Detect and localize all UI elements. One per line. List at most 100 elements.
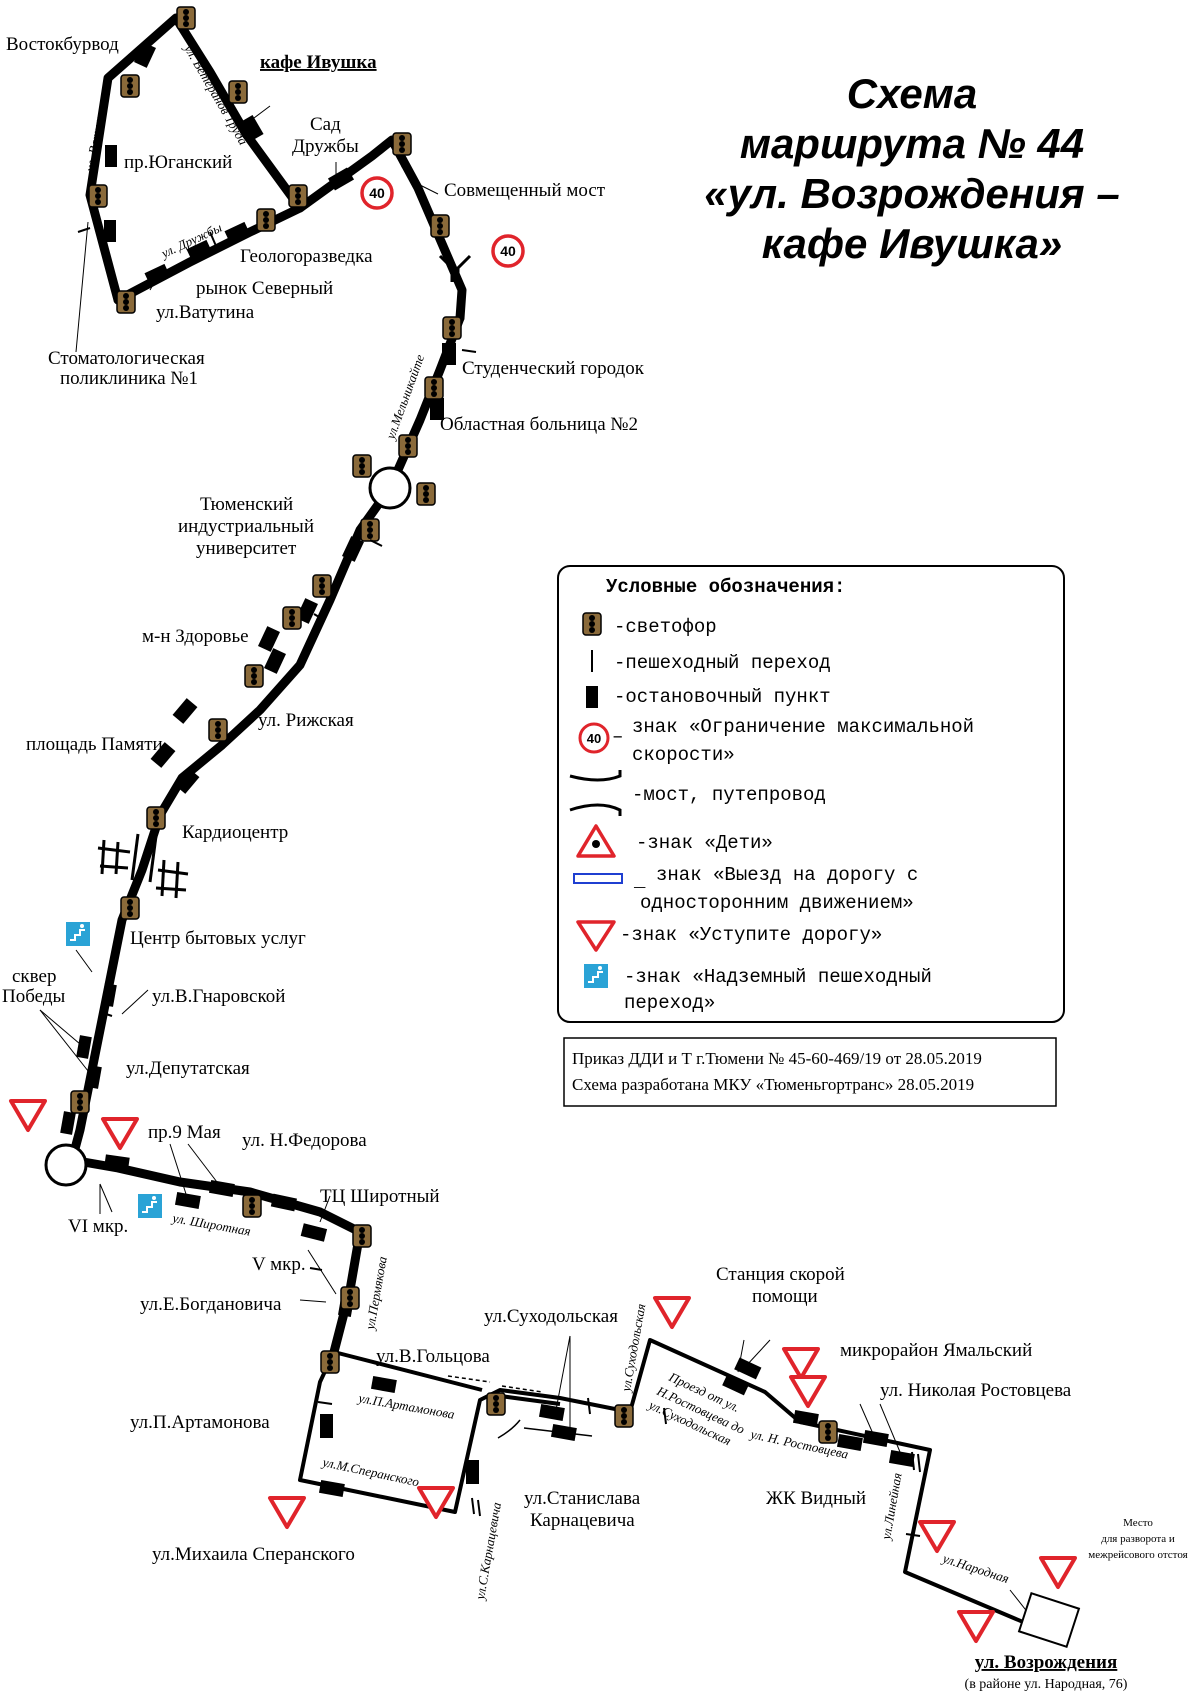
- roundabout-south: [44, 1143, 88, 1187]
- stop-artam: ул.П.Артамонова: [130, 1412, 270, 1433]
- svg-text:-мост, путепровод: -мост, путепровод: [632, 784, 826, 806]
- map-title: Схема маршрута № 44 «ул. Возрождения – к…: [704, 70, 1119, 267]
- stop-sukhod: ул.Суходольская: [484, 1306, 618, 1327]
- street-narodnaya: ул.Народная: [939, 1550, 1011, 1586]
- roundabout-north: [368, 466, 412, 510]
- bus-stop-icon: [586, 686, 598, 708]
- stop-geolog: Геологоразведка: [240, 246, 373, 267]
- stop-rizh: ул. Рижская: [258, 710, 354, 731]
- terminal-note: Место для разворота и межрейсового отсто…: [965, 1517, 1188, 1692]
- stop-skver-2: Победы: [2, 986, 65, 1007]
- terminal-name: ул. Возрождения: [975, 1652, 1118, 1673]
- turnaround-area: [1017, 1591, 1081, 1649]
- svg-text:«ул. Возрождения –: «ул. Возрождения –: [704, 170, 1119, 217]
- stop-vostokburvod: Востокбурвод: [6, 34, 119, 55]
- stop-sovmest: Совмещенный мост: [444, 180, 606, 201]
- stop-zdorov: м-н Здоровье: [142, 626, 249, 647]
- stop-student: Студенческий городок: [462, 358, 645, 379]
- svg-text:Схема: Схема: [847, 70, 977, 117]
- stop-shirot: ТЦ Широтный: [320, 1186, 440, 1207]
- svg-text:односторонним движением»: односторонним движением»: [640, 892, 914, 914]
- bridge-icon: [130, 254, 472, 883]
- terminal-subtitle: (в районе ул. Народная, 76): [965, 1677, 1128, 1692]
- svg-text:кафе Ивушка»: кафе Ивушка»: [762, 220, 1063, 267]
- street-permyakova: ул.Пермякова: [362, 1255, 390, 1333]
- stop-hosp: Областная больница №2: [440, 414, 638, 435]
- svg-text:-светофор: -светофор: [614, 616, 717, 638]
- street-shirotnaya: ул. Широтная: [170, 1210, 252, 1239]
- overpass-crossing-icon: [583, 963, 609, 989]
- direction-arrows: [447, 1375, 543, 1393]
- svg-text:-остановочный пункт: -остановочный пункт: [614, 686, 831, 708]
- svg-text:для разворота и: для разворота и: [1101, 1533, 1175, 1545]
- stop-kafe-ivushka: кафе Ивушка: [260, 52, 377, 73]
- svg-text:-пешеходный переход: -пешеходный переход: [614, 652, 831, 674]
- one-way-exit-icon: [573, 873, 623, 884]
- svg-text:–: –: [612, 726, 623, 748]
- yield-sign-icon: [576, 920, 616, 952]
- stop-tiu-1: Тюменский: [200, 494, 293, 515]
- stop-karn-1: ул.Станислава: [524, 1488, 641, 1509]
- stop-skoraya-1: Станция скорой: [716, 1264, 845, 1285]
- stop-ugansky: пр.Юганский: [124, 152, 232, 173]
- stop-tiu-3: университет: [196, 538, 297, 559]
- stop-skver-1: сквер: [12, 966, 56, 987]
- stop-pamyati: площадь Памяти: [26, 734, 163, 755]
- stop-rynok: рынок Северный: [196, 278, 333, 299]
- svg-text:Схема разработана МКУ «Тюменьг: Схема разработана МКУ «Тюменьгортранс» 2…: [572, 1075, 974, 1094]
- stop-cbu: Центр бытовых услуг: [130, 928, 306, 949]
- street-karnatsevicha: ул.С.Карнацевича: [472, 1501, 504, 1603]
- overpass-structure: [97, 839, 189, 899]
- svg-text:маршрута № 44: маршрута № 44: [740, 120, 1084, 167]
- stop-speran: ул.Михаила Сперанского: [152, 1544, 355, 1565]
- stop-stomat-1: Стоматологическая: [48, 348, 205, 369]
- stop-karn-2: Карнацевича: [530, 1510, 635, 1531]
- stop-vidny: ЖК Видный: [766, 1488, 866, 1509]
- pedestrian-crossings: [77, 165, 921, 1537]
- order-box: Приказ ДДИ и Т г.Тюмени № 45-60-469/19 о…: [563, 1037, 1057, 1107]
- stop-v: V мкр.: [252, 1254, 306, 1275]
- stop-sad-1: Сад: [310, 114, 341, 135]
- stop-vi: VI мкр.: [68, 1216, 128, 1237]
- turn-arrow: [497, 1419, 521, 1439]
- svg-text:межрейсового отстоя: межрейсового отстоя: [1088, 1549, 1187, 1561]
- svg-text:Условные обозначения:: Условные обозначения:: [606, 576, 845, 598]
- stop-yamal: микрорайон Ямальский: [840, 1340, 1032, 1361]
- bridge-icon: [569, 770, 622, 816]
- svg-text:40: 40: [500, 243, 516, 259]
- speed-limit-icon: 40 40: [360, 176, 525, 268]
- svg-text:знак «Выезд на дорогу с: знак «Выезд на дорогу с: [656, 864, 918, 886]
- stop-vatutina: ул.Ватутина: [156, 302, 255, 323]
- svg-text:-знак «Надземный пешеходный: -знак «Надземный пешеходный: [624, 966, 932, 988]
- street-sukhodolskaya: ул.Суходольская: [618, 1302, 649, 1394]
- svg-text:переход»: переход»: [624, 992, 715, 1014]
- stop-deput: ул.Депутатская: [126, 1058, 250, 1079]
- svg-text:40: 40: [587, 731, 601, 746]
- stop-gnarov: ул.В.Гнаровской: [152, 986, 285, 1007]
- svg-text:_: _: [633, 870, 646, 892]
- svg-text:40: 40: [369, 185, 385, 201]
- stop-stomat-2: поликлиника №1: [60, 368, 198, 389]
- svg-text:-знак «Дети»: -знак «Дети»: [636, 832, 773, 854]
- stop-bogdan: ул.Е.Богдановича: [140, 1294, 282, 1315]
- reverse-arrow: [523, 1427, 593, 1437]
- leader-lines: [39, 105, 1041, 1629]
- children-sign-icon: [576, 824, 616, 858]
- stop-kardio: Кардиоцентр: [182, 822, 288, 843]
- svg-text:Приказ ДДИ и Т г.Тюмени № 45-6: Приказ ДДИ и Т г.Тюмени № 45-60-469/19 о…: [572, 1049, 982, 1068]
- stop-tiu-2: индустриальный: [178, 516, 314, 537]
- stop-fedor: ул. Н.Федорова: [242, 1130, 367, 1151]
- svg-text:скорости»: скорости»: [632, 744, 735, 766]
- svg-text:Место: Место: [1123, 1517, 1153, 1529]
- speed-limit-icon: [578, 722, 610, 754]
- stop-rostov: ул. Николая Ростовцева: [880, 1380, 1072, 1401]
- stop-labels: Востокбурвод кафе Ивушка Сад Дружбы пр.Ю…: [2, 34, 1072, 1565]
- stop-skoraya-2: помощи: [752, 1286, 818, 1307]
- legend: Условные обозначения: -светофор -пешеход…: [557, 565, 1065, 1023]
- stop-sad-2: Дружбы: [292, 136, 359, 157]
- stop-may9: пр.9 Мая: [148, 1122, 221, 1143]
- street-lineynaya: ул.Линейная: [878, 1472, 905, 1543]
- svg-text:-знак «Уступите дорогу»: -знак «Уступите дорогу»: [620, 924, 882, 946]
- stop-golts: ул.В.Гольцова: [376, 1346, 490, 1367]
